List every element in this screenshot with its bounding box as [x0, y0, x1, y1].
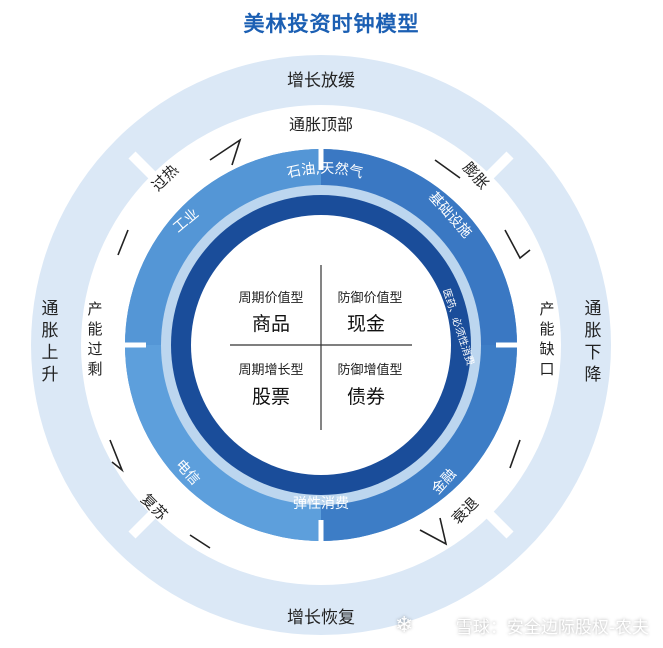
- quadrant-tr-asset: 现金: [347, 313, 385, 335]
- svg-text:能: 能: [539, 320, 554, 338]
- quadrant-tr-subtitle: 防御价值型: [337, 290, 402, 306]
- arrow-right-upper: [504, 229, 531, 260]
- sector-gaps: [125, 149, 517, 541]
- quadrant-br-subtitle: 防御增值型: [337, 362, 402, 378]
- watermark: 雪球：安全边际股权-农夫: [455, 618, 649, 638]
- svg-text:通: 通: [42, 299, 59, 319]
- svg-text:剩: 剩: [87, 360, 102, 378]
- svg-text:缺: 缺: [539, 340, 554, 358]
- svg-text:升: 升: [42, 365, 59, 385]
- phase-label-top: 通胀顶部: [289, 115, 353, 134]
- outer-ring-separators: [128, 151, 514, 539]
- outer-label-right: 通 胀 下 降: [585, 299, 602, 385]
- arrow-top-right: [434, 159, 461, 179]
- svg-text:口: 口: [539, 360, 554, 378]
- quadrant-dividers: [230, 265, 412, 430]
- quadrant-bl-asset: 股票: [252, 386, 290, 408]
- svg-text:降: 降: [585, 365, 602, 385]
- svg-text:能: 能: [87, 320, 102, 338]
- quadrant-tl-asset: 商品: [252, 313, 290, 335]
- svg-text:胀: 胀: [42, 321, 59, 341]
- phase-label-right: 产 能 缺 口: [539, 300, 554, 378]
- outer-label-bottom: 增长恢复: [287, 608, 355, 628]
- arrow-bottom-left: [189, 534, 211, 549]
- svg-text:产: 产: [87, 300, 102, 318]
- outer-label-top: 增长放缓: [287, 71, 355, 91]
- diagram-title: 美林投资时钟模型: [243, 12, 420, 36]
- sector-label-top: 石油,天然气: [286, 160, 365, 181]
- sector-label-bottom: 弹性消费: [293, 496, 349, 512]
- svg-text:产: 产: [539, 300, 554, 318]
- arrow-left-lower: [109, 439, 124, 473]
- svg-text:过: 过: [87, 340, 102, 358]
- arrow-right-lower: [509, 439, 521, 469]
- quadrant-tl-subtitle: 周期价值型: [238, 290, 303, 306]
- cycle-arrows: [109, 138, 531, 549]
- arrow-bottom-right: [419, 517, 448, 546]
- arrow-left-upper: [117, 229, 129, 256]
- outer-label-left: 通 胀 上 升: [42, 299, 59, 385]
- phase-label-left: 产 能 过 剩: [87, 300, 102, 378]
- quadrant-bl-subtitle: 周期增长型: [238, 363, 303, 378]
- quadrant-br-asset: 债券: [347, 386, 385, 408]
- snowball-logo-icon: ❄: [395, 613, 414, 638]
- svg-text:上: 上: [42, 343, 59, 363]
- svg-text:胀: 胀: [585, 321, 602, 341]
- arrow-top-left: [209, 138, 242, 166]
- svg-text:下: 下: [585, 343, 602, 363]
- svg-text:通: 通: [585, 299, 602, 319]
